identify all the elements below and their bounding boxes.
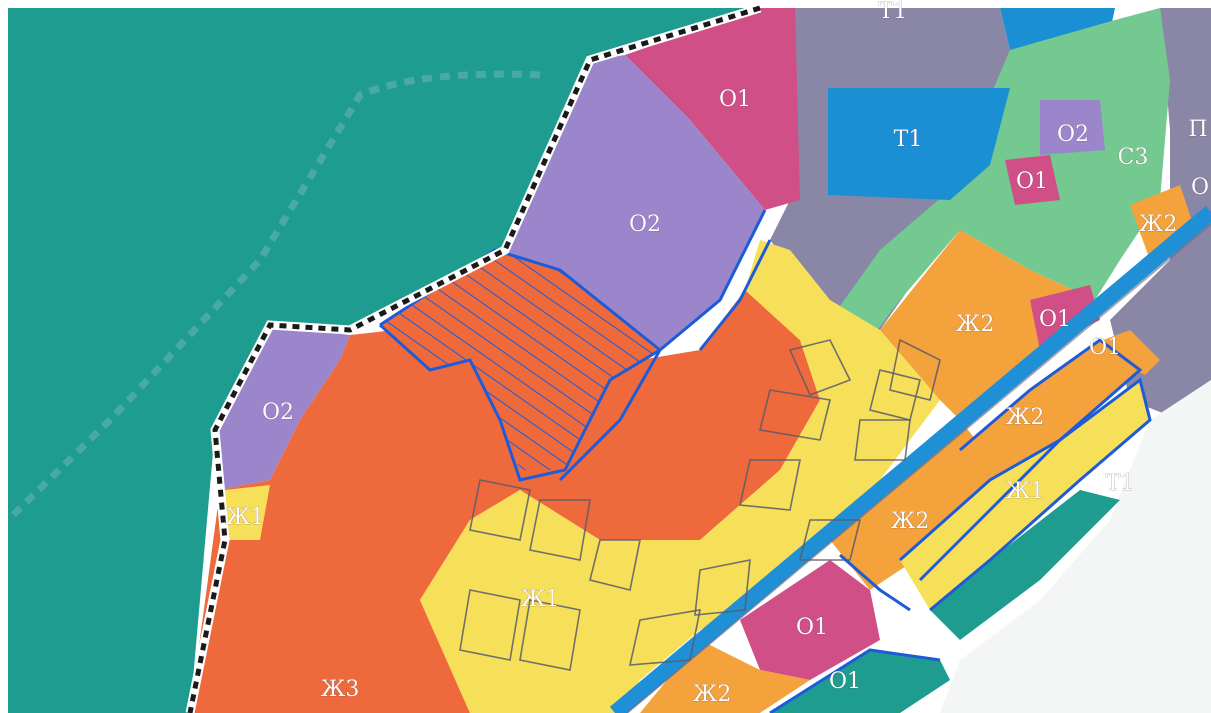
- lot-outlines: [459, 338, 941, 671]
- zone-zh2-south-center: [830, 420, 1000, 590]
- zone-label-o1-south-2: О1: [829, 669, 861, 694]
- zone-riverside-zh1: [900, 380, 1150, 610]
- zone-zh2-east-top: [1130, 185, 1195, 260]
- edge-label-right-2: О: [1191, 175, 1209, 200]
- zone-label-zh2-riverside: Ж2: [1006, 405, 1045, 430]
- zone-o1-riverside: [1090, 330, 1160, 375]
- edge-label-top: Т1: [879, 0, 908, 24]
- zone-label-zh2-south: Ж2: [693, 682, 732, 707]
- zone-label-o1-north: О1: [719, 87, 751, 112]
- zone-s3: [830, 8, 1170, 340]
- zone-label-o2-center: О2: [629, 212, 661, 237]
- zone-hatched: [380, 250, 660, 470]
- zone-label-o1-mid-east: О1: [1039, 307, 1071, 332]
- city-boundary-dashes: [187, 5, 761, 713]
- zone-label-o2-west: О2: [262, 400, 294, 425]
- zone-zh3: [190, 290, 820, 713]
- water-area: [8, 8, 745, 713]
- zone-zh2-center-east: [880, 230, 1095, 420]
- zone-label-s3: С3: [1118, 145, 1149, 170]
- zone-labels: О1 Т1 О2 О2 О2 О1 С3 Ж2 Ж2 О1 О1 Ж2 Ж1 Т…: [225, 87, 1178, 708]
- main-road-edge: [626, 223, 1211, 713]
- shore-teal-south: [770, 650, 950, 713]
- planning-boundaries: [378, 209, 1152, 713]
- zone-label-o1-south: О1: [796, 615, 828, 640]
- zone-o2-east: [1040, 100, 1105, 155]
- zone-riverside-zh2: [960, 340, 1140, 480]
- zone-label-o1-east: О1: [1016, 169, 1048, 194]
- shore-teal-southeast: [930, 490, 1120, 640]
- zone-o1-east: [1005, 155, 1060, 205]
- zone-label-o1-riverside: О1: [1089, 335, 1121, 360]
- zone-label-t1-south: Т1: [1106, 471, 1135, 496]
- zone-label-zh1-west: Ж1: [226, 505, 265, 530]
- zone-zh1-main: [420, 240, 940, 713]
- zone-label-zh2-south-center: Ж2: [891, 509, 930, 534]
- gray-zone-east: [1110, 8, 1211, 420]
- white-area-southeast: [940, 380, 1211, 713]
- zone-label-zh1-main: Ж1: [521, 587, 560, 612]
- zone-label-zh2-center-east: Ж2: [956, 312, 995, 337]
- zone-zh2-south: [640, 640, 810, 713]
- zone-zh1-west: [222, 485, 270, 540]
- zone-o1-mid-east: [1030, 285, 1100, 350]
- zone-o1-south: [740, 560, 880, 680]
- zone-label-zh3-south: Ж3: [321, 677, 360, 702]
- zone-label-t1-north: Т1: [894, 127, 923, 152]
- edge-label-right-1: П: [1188, 117, 1207, 142]
- zone-t1-north: [828, 88, 1010, 200]
- zone-label-o2-east: О2: [1057, 122, 1089, 147]
- zone-label-zh1-riverside: Ж1: [1006, 479, 1045, 504]
- edge-labels: Т1 П О: [878, 0, 1209, 200]
- main-road: [609, 205, 1211, 713]
- water-track-line: [5, 70, 541, 523]
- zone-o1-north: [625, 8, 800, 210]
- zone-label-zh2-east-top: Ж2: [1139, 212, 1178, 237]
